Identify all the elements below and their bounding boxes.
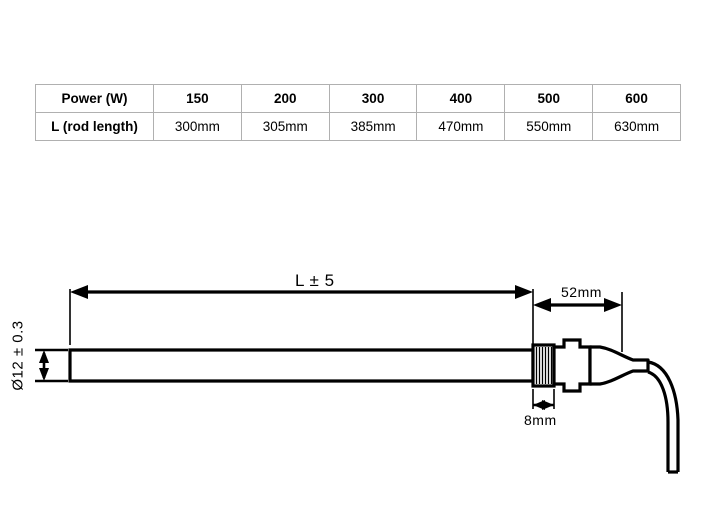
table-row: Power (W) 150 200 300 400 500 600: [35, 84, 681, 113]
power-value-cell: 200: [240, 84, 330, 113]
connector-collar: [552, 338, 592, 393]
arrowhead-right-thread-length: [542, 400, 554, 410]
heater-rod-body: [68, 348, 535, 383]
power-cable-inner-edge: [647, 370, 670, 472]
power-cable-outer-edge: [647, 360, 680, 472]
dimension-label-rod-diameter: Ø12 ± 0.3: [9, 320, 27, 391]
rod-length-value-cell: 385mm: [328, 112, 418, 141]
rod-length-value-cell: 550mm: [504, 112, 594, 141]
strain-relief-body: [588, 345, 650, 386]
arrowhead-top-rod-diameter: [39, 350, 49, 363]
arrowhead-left-connector-length: [533, 298, 551, 312]
arrowhead-left-overall-length: [70, 285, 88, 299]
row-header-rod-length: L (rod length): [35, 112, 154, 141]
power-value-cell: 500: [504, 84, 594, 113]
power-value-cell: 300: [328, 84, 418, 113]
dimension-label-thread-length: 8mm: [524, 412, 557, 428]
dimension-label-connector-length: 52mm: [561, 284, 602, 300]
arrowhead-right-connector-length: [604, 298, 622, 312]
power-value-cell: 600: [592, 84, 681, 113]
table-row: L (rod length) 300mm 305mm 385mm 470mm 5…: [35, 112, 681, 141]
spec-table-container: Power (W) 150 200 300 400 500 600 L (rod…: [35, 84, 681, 141]
arrowhead-bottom-rod-diameter: [39, 368, 49, 381]
thread-hatching: [535, 347, 553, 384]
threaded-section: [531, 343, 556, 388]
rod-length-value-cell: 305mm: [240, 112, 330, 141]
rod-length-value-cell: 630mm: [592, 112, 681, 141]
arrowhead-right-overall-length: [515, 285, 533, 299]
spec-table: Power (W) 150 200 300 400 500 600 L (rod…: [35, 84, 681, 141]
rod-length-value-cell: 470mm: [416, 112, 506, 141]
row-header-power: Power (W): [35, 84, 154, 113]
power-value-cell: 400: [416, 84, 506, 113]
rod-length-value-cell: 300mm: [153, 112, 242, 141]
arrowhead-left-thread-length: [533, 400, 545, 410]
power-value-cell: 150: [153, 84, 242, 113]
dimension-label-overall-length: L ± 5: [295, 271, 335, 290]
